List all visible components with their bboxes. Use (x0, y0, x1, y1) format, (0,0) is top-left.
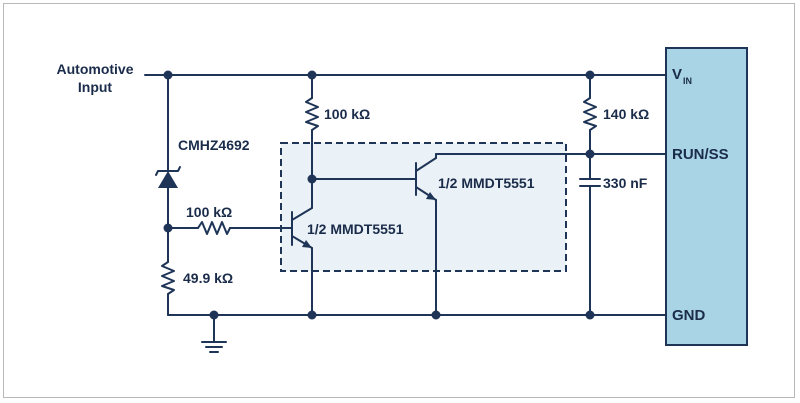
zener-label: CMHZ4692 (178, 137, 250, 153)
transistor-package-box (280, 142, 567, 272)
r-right-label: 140 kΩ (603, 106, 649, 122)
cap-label: 330 nF (603, 175, 648, 191)
q1-transistor (291, 207, 313, 249)
q1-label: 1/2 MMDT5551 (307, 221, 404, 237)
capacitor-330nf (579, 178, 601, 187)
resistor-140k (583, 97, 597, 131)
svg-text:IN: IN (683, 76, 692, 86)
q2-transistor (415, 157, 437, 201)
pin-gnd-label: GND (672, 307, 706, 324)
resistor-49k9 (161, 261, 175, 295)
q2-label: 1/2 MMDT5551 (438, 175, 535, 191)
r-base-label: 100 kΩ (186, 204, 232, 220)
svg-text:V: V (672, 66, 682, 83)
junction-dots (163, 70, 595, 320)
zener-diode (155, 166, 181, 188)
input-label-line1: Automotive (57, 61, 134, 77)
resistor-100k-top (305, 97, 319, 131)
ground-symbol-icon (201, 341, 227, 353)
input-label-line2: Input (78, 79, 113, 95)
ic-body (665, 47, 748, 346)
r-bottom-left-label: 49.9 kΩ (183, 270, 233, 286)
resistor-100k-base (197, 221, 231, 235)
r-top-center-label: 100 kΩ (324, 106, 370, 122)
pin-vin-label: V IN (672, 66, 692, 86)
pin-run-ss-label: RUN/SS (672, 146, 729, 163)
